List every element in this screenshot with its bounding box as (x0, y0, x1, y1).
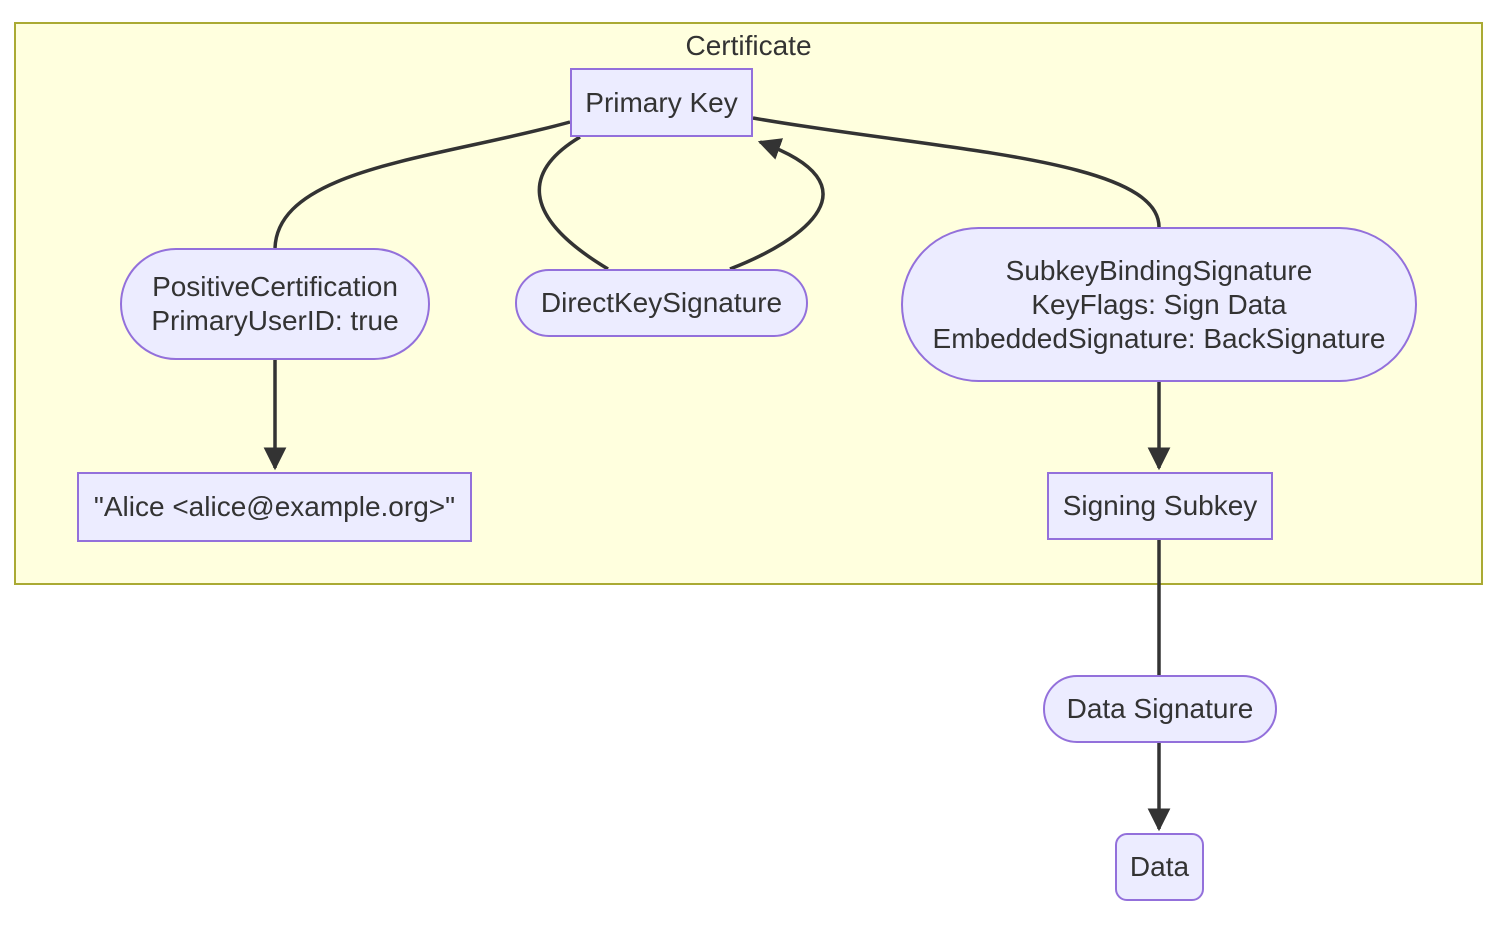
node-direct-key-signature: DirectKeySignature (515, 269, 808, 337)
node-subkey-binding-signature-line-2: KeyFlags: Sign Data (1031, 288, 1287, 320)
edge-primary-key-to-positive-certification (273, 120, 571, 249)
node-data-signature: Data Signature (1043, 675, 1277, 743)
edge-direct-key-signature-to-primary-key (729, 138, 825, 271)
node-direct-key-signature-label: DirectKeySignature (540, 287, 783, 318)
node-primary-key: Primary Key (570, 68, 753, 137)
node-subkey-binding-signature-line-1: SubkeyBindingSignature (1005, 254, 1313, 286)
node-positive-certification: PositiveCertification PrimaryUserID: tru… (120, 248, 430, 360)
node-subkey-binding-signature: SubkeyBindingSignature KeyFlags: Sign Da… (901, 227, 1417, 382)
node-user-id: "Alice <alice@example.org>" (77, 472, 472, 542)
node-data-label: Data (1129, 851, 1190, 882)
node-positive-certification-line-1: PositiveCertification (152, 271, 398, 302)
node-user-id-label: "Alice <alice@example.org>" (93, 491, 456, 522)
node-signing-subkey-label: Signing Subkey (1062, 490, 1258, 521)
certificate-cluster-label: Certificate (685, 30, 812, 61)
node-subkey-binding-signature-line-3: EmbeddedSignature: BackSignature (932, 322, 1386, 354)
node-positive-certification-line-2: PrimaryUserID: true (151, 305, 399, 336)
edge-primary-key-to-direct-key-signature (537, 135, 609, 271)
node-data: Data (1115, 833, 1204, 901)
edge-subkey-binding-signature-to-primary-key (752, 116, 1161, 228)
node-primary-key-label: Primary Key (585, 86, 738, 118)
node-signing-subkey: Signing Subkey (1047, 472, 1273, 540)
node-data-signature-label: Data Signature (1066, 693, 1254, 724)
